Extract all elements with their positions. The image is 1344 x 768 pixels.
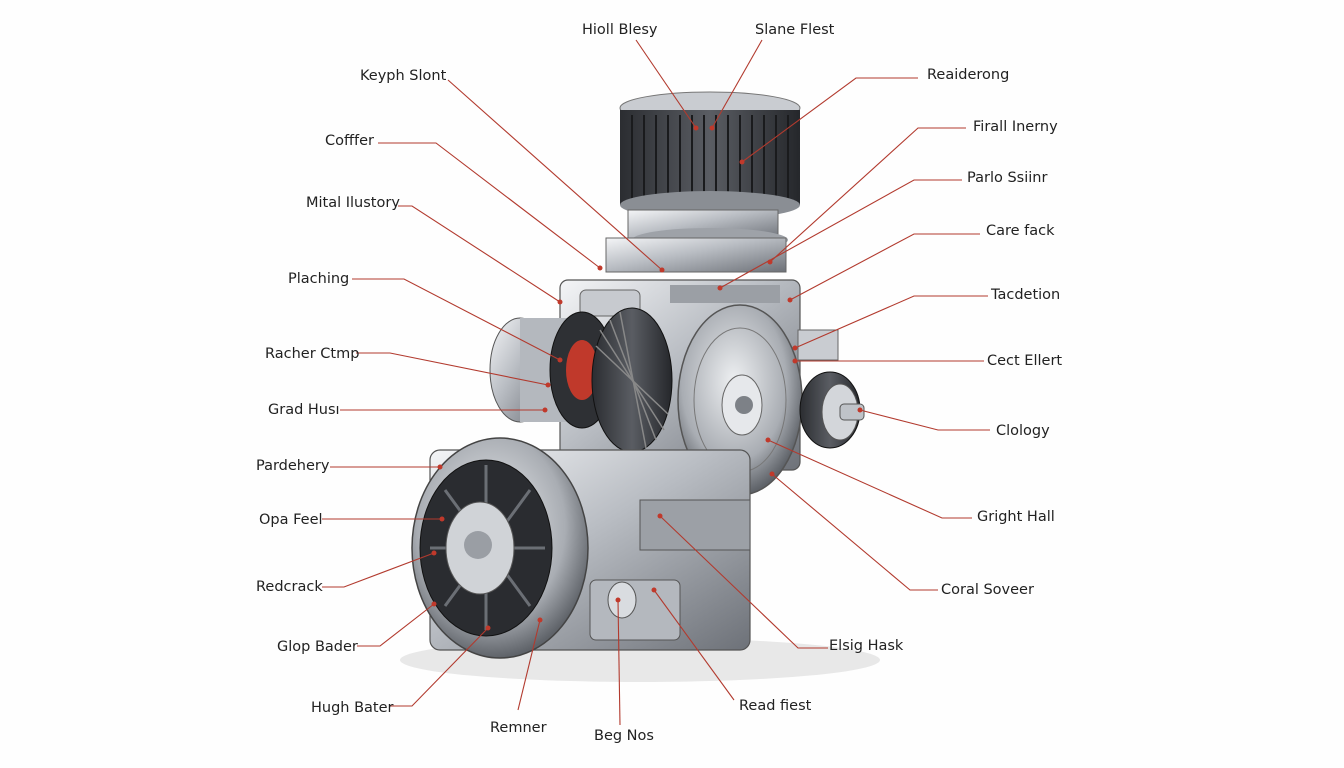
label-right-9: Coral Soveer [941,582,1034,598]
label-left-7: Pardehery [256,458,330,474]
label-right-8: Gright Hall [977,509,1055,525]
label-left-4: Plaching [288,271,349,287]
leader-dots [431,125,863,631]
label-right-1: Reaiderong [927,67,1009,83]
label-right-4: Care fack [986,223,1055,239]
labels: Hioll Blesy Slane Flest Keyph Slont Coff… [256,22,1062,744]
air-filter [605,91,801,273]
label-bottom-1: Remner [490,720,547,736]
label-right-7: Clology [996,423,1050,439]
label-left-11: Hugh Bater [311,700,394,716]
leader-lines [322,39,990,726]
label-bottom-3: Read fiest [739,698,812,714]
engine-illustration [400,91,880,682]
label-left-1: Keyph Slont [360,68,447,84]
label-top-left: Hioll Blesy [582,22,658,38]
label-right-3: Parlo Ssiinr [967,170,1047,186]
label-right-2: Firall Inerny [973,119,1058,135]
label-right-6: Cect Ellert [987,353,1062,369]
label-left-10: Glop Bader [277,639,358,655]
right-gear [797,329,865,449]
lower-housing [411,437,751,659]
label-left-8: Opa Feel [259,512,323,528]
label-right-10: Elsig Hask [829,638,904,654]
label-left-9: Redcrack [256,579,323,595]
label-left-6: Grad Husı [268,402,340,418]
label-left-5: Racher Ctmp [265,346,359,362]
label-right-5: Tacdetion [990,287,1060,303]
label-left-3: Mital Ilustory [306,195,400,211]
label-top-right: Slane Flest [755,22,835,38]
label-left-2: Cofffer [325,133,374,149]
turbine-section [489,307,673,453]
label-bottom-2: Beg Nos [594,728,654,744]
